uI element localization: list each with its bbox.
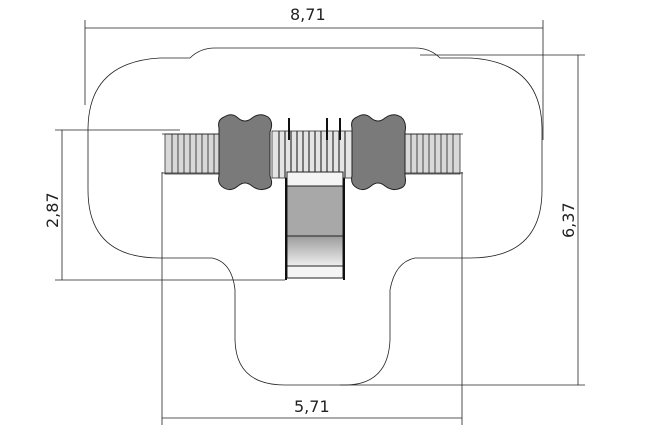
dimension-overall-width: 8,71 bbox=[84, 5, 544, 140]
right-bridge bbox=[404, 133, 463, 175]
dimension-left-depth: 2,87 bbox=[43, 129, 285, 281]
dimension-label-bottom-width: 5,71 bbox=[294, 397, 330, 416]
dimension-label-depth: 6,37 bbox=[559, 202, 578, 238]
middle-bridge bbox=[271, 118, 353, 179]
right-tower-roof bbox=[351, 114, 406, 191]
dimension-label-left-depth: 2,87 bbox=[43, 192, 62, 228]
left-bridge bbox=[162, 133, 221, 175]
dimension-bottom-width: 5,71 bbox=[161, 172, 463, 425]
left-tower-roof bbox=[218, 114, 273, 191]
slide bbox=[285, 171, 345, 280]
safety-zone-outline bbox=[87, 47, 543, 386]
dimension-overall-depth: 6,37 bbox=[340, 54, 585, 386]
dimension-label-width: 8,71 bbox=[290, 5, 326, 24]
